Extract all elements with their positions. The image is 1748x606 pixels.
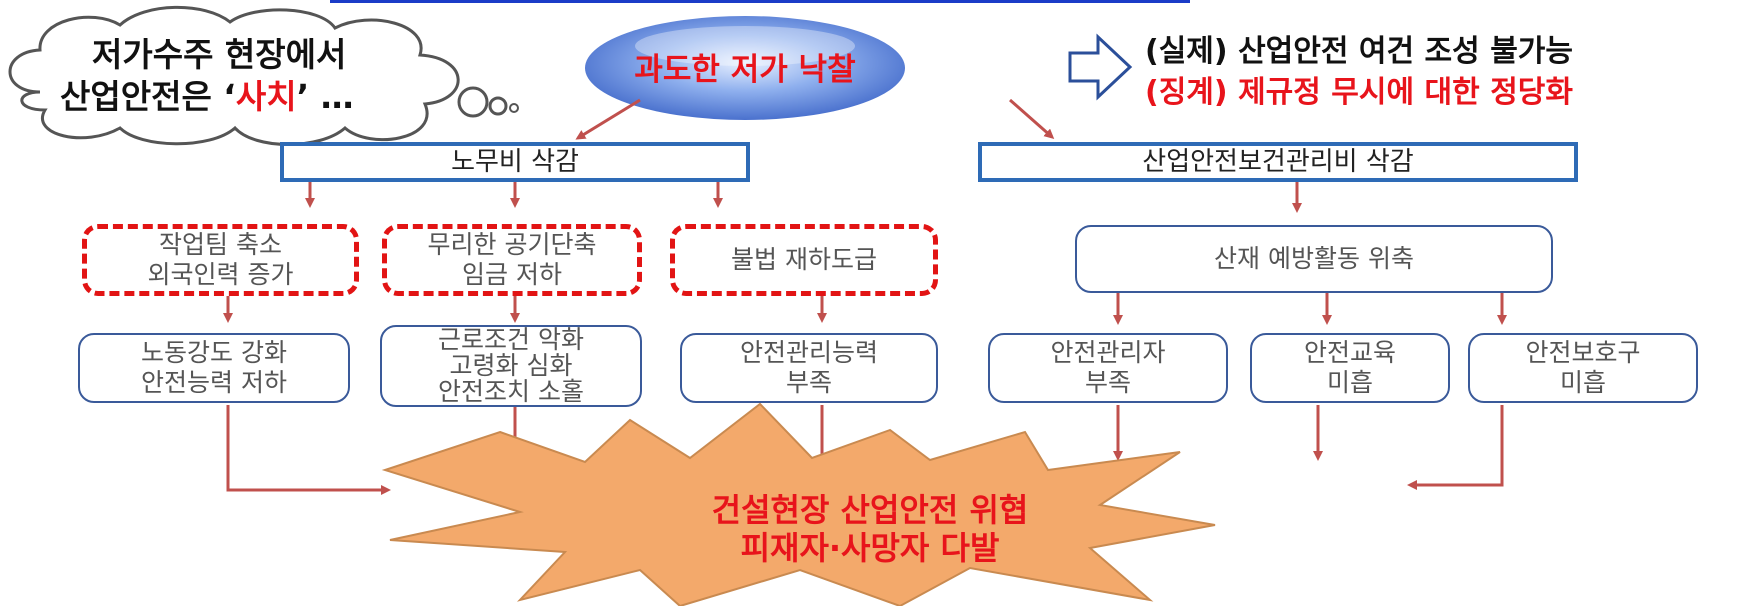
left-effect-2-line1: 근로조건 악화 [438,325,584,354]
result-line1: 건설현장 산업안전 위협 [560,485,1180,531]
right-effect-3-line1: 안전보호구 [1525,338,1641,367]
left-effect-3-line2: 부족 [785,368,832,397]
left-effect-1-line2: 안전능력 저하 [141,368,287,397]
left-effect-1-line1: 노동강도 강화 [141,338,287,367]
thought-dot-small [509,103,519,113]
right-effect-2-line2: 미흡 [1326,368,1373,397]
left-effect-3-line1: 안전관리능력 [739,338,878,367]
right-branch-header-text: 산업안전보건관리비 삭감 [1142,147,1414,177]
consequence-line2-text: (징계) 제규정 무시에 대한 정당화 [1145,75,1573,110]
right-cause-box: 산재 예방활동 위축 [1075,225,1553,293]
right-effect-1-line2: 부족 [1084,368,1131,397]
arrow-ellipse-left [575,98,641,140]
thought-dot-large [457,86,489,118]
result-line2-text: 피재자·사망자 다발 [740,529,1000,567]
left-cause-box-1: 작업팀 축소 외국인력 증가 [82,224,359,296]
main-ellipse-text: 과도한 저가 낙찰 [634,52,856,88]
left-effect-2-line2: 고령화 심화 [449,351,573,380]
right-effect-box-2: 안전교육 미흡 [1250,333,1450,403]
left-cause-2-line1: 무리한 공기단축 [427,230,597,259]
left-cause-2-line2: 임금 저하 [462,260,562,289]
cloud-shape [8,5,460,146]
outline-right-arrow-icon [1068,33,1133,101]
result-line1-text: 건설현장 산업안전 위협 [711,491,1029,529]
ellipse-gloss [635,26,855,66]
thought-bubble-suffix: ’ … [296,77,354,116]
thought-bubble-line1: 저가수주 현장에서 [92,28,346,76]
right-effect-3-line2: 미흡 [1559,368,1606,397]
thought-bubble-line1-text: 저가수주 현장에서 [92,35,347,74]
arrow-effect1-to-result [226,405,391,495]
right-cause-line1: 산재 예방활동 위축 [1214,244,1414,273]
right-effect-2-line1: 안전교육 [1303,338,1396,367]
left-cause-1-line1: 작업팀 축소 [159,230,282,259]
arrow-right-effect3-to-result [1407,405,1504,490]
thought-bubble-prefix: 산업안전은 ‘ [60,77,236,116]
left-effect-box-3: 안전관리능력 부족 [680,333,938,403]
left-cause-3-line1: 불법 재하도급 [731,245,877,274]
consequence-line1-text: (실제) 산업안전 여건 조성 불가능 [1145,34,1573,69]
left-branch-header-text: 노무비 삭감 [451,147,579,177]
right-branch-header: 산업안전보건관리비 삭감 [978,142,1578,182]
left-effect-2-line3: 안전조치 소홀 [438,377,584,406]
left-cause-1-line2: 외국인력 증가 [147,260,294,289]
left-effect-box-1: 노동강도 강화 안전능력 저하 [78,333,350,403]
right-effect-box-1: 안전관리자 부족 [988,333,1228,403]
right-effect-box-3: 안전보호구 미흡 [1468,333,1698,403]
left-effect-box-2: 근로조건 악화 고령화 심화 안전조치 소홀 [380,325,642,407]
right-effect-1-line1: 안전관리자 [1050,338,1166,367]
thought-bubble-line2: 산업안전은 ‘사치’ … [60,70,354,118]
arrow-ellipse-right [1009,98,1055,139]
left-cause-box-2: 무리한 공기단축 임금 저하 [382,224,642,296]
main-ellipse-label: 과도한 저가 낙찰 [585,44,905,89]
thought-bubble-highlight: 사치 [235,77,297,116]
left-cause-box-3: 불법 재하도급 [670,224,938,296]
thought-cloud [8,5,519,146]
top-accent-bar [330,0,1190,3]
consequence-line2: (징계) 제규정 무시에 대한 정당화 [1145,67,1573,111]
result-explosion-shape [381,402,1216,606]
thought-dot-medium [488,96,508,116]
consequence-line1: (실제) 산업안전 여건 조성 불가능 [1145,26,1573,70]
left-branch-header: 노무비 삭감 [280,142,750,182]
result-line2: 피재자·사망자 다발 [560,523,1180,569]
main-ellipse-shape [585,16,905,120]
